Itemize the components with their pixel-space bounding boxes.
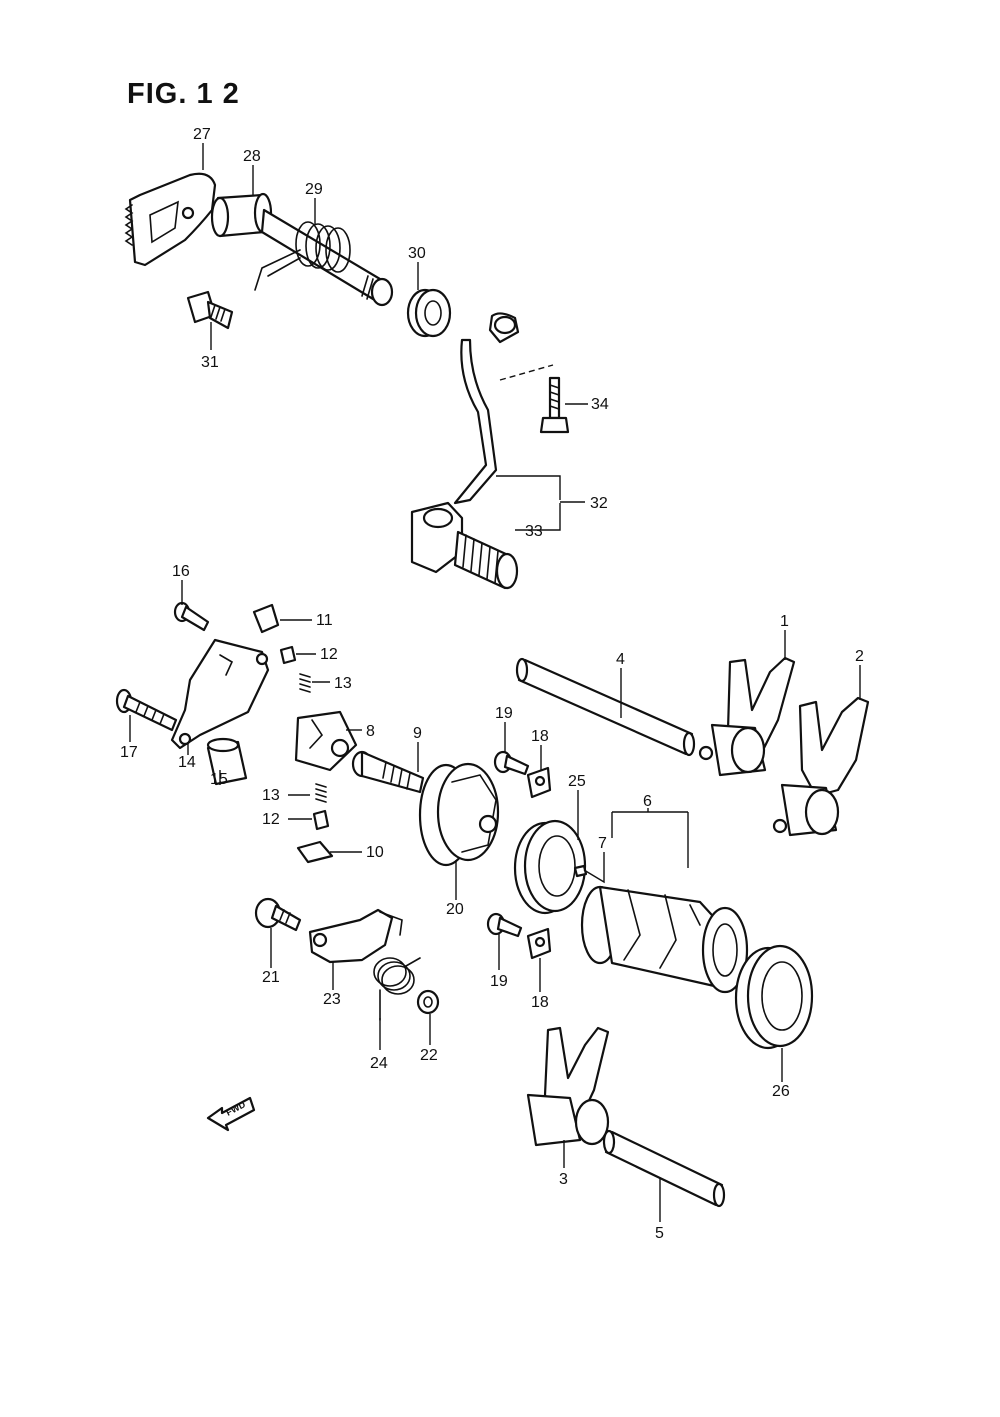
callout-19-lower: 19 xyxy=(490,973,508,990)
callout-22: 22 xyxy=(420,1047,438,1064)
part-27-gear-shift-cam-arm[interactable] xyxy=(124,172,217,267)
callout-1: 1 xyxy=(780,613,789,630)
part-17-bolt[interactable] xyxy=(115,688,178,732)
part-29-return-spring[interactable] xyxy=(254,221,351,291)
part-13-spring-upper[interactable] xyxy=(299,673,311,693)
part-23-shift-cam-plate[interactable] xyxy=(308,908,403,964)
callout-2: 2 xyxy=(855,648,864,665)
figure-title: FIG. 1 2 xyxy=(127,78,240,110)
part-30-oil-seal[interactable] xyxy=(406,288,452,338)
callout-21: 21 xyxy=(262,969,280,986)
part-8-cam-guide[interactable] xyxy=(294,710,358,772)
callout-25: 25 xyxy=(568,773,586,790)
part-18-retainer-upper[interactable] xyxy=(526,766,552,799)
part-9-cam-shaft-pin[interactable] xyxy=(351,750,425,794)
part-32-gear-shift-lever[interactable] xyxy=(410,312,520,574)
callout-6: 6 xyxy=(643,793,652,810)
callout-11: 11 xyxy=(316,612,333,629)
callout-13-lower: 13 xyxy=(262,787,280,804)
callout-7: 7 xyxy=(598,835,607,852)
callout-18-lower: 18 xyxy=(531,994,549,1011)
callout-4: 4 xyxy=(616,651,625,668)
part-11-stopper-plate[interactable] xyxy=(252,603,280,634)
part-4-fork-shaft[interactable] xyxy=(515,657,696,757)
part-16-screw[interactable] xyxy=(173,601,210,632)
part-3-shift-fork[interactable] xyxy=(526,1026,610,1147)
part-20-gear-shift-cam[interactable] xyxy=(418,762,500,867)
callout-33: 33 xyxy=(525,523,543,540)
callout-30: 30 xyxy=(408,245,426,262)
callout-32: 32 xyxy=(590,495,608,512)
part-10-stopper-plate[interactable] xyxy=(296,840,334,864)
callout-28: 28 xyxy=(243,148,261,165)
callout-13-upper: 13 xyxy=(334,675,352,692)
part-12-pin-upper[interactable] xyxy=(279,645,297,665)
part-33-shift-lever-rubber[interactable] xyxy=(453,530,519,590)
callout-34: 34 xyxy=(591,396,609,413)
callout-10: 10 xyxy=(366,844,384,861)
part-5-fork-shaft[interactable] xyxy=(602,1129,726,1208)
part-15-bushing[interactable] xyxy=(206,737,248,786)
part-31-stud-bolt[interactable] xyxy=(186,290,234,330)
callout-16: 16 xyxy=(172,563,190,580)
callout-12-lower: 12 xyxy=(262,811,280,828)
part-19-screw-lower[interactable] xyxy=(486,912,523,938)
callout-19-upper: 19 xyxy=(495,705,513,722)
callout-labels: 27 28 29 30 31 34 32 33 16 11 12 13 17 1… xyxy=(120,126,864,1242)
part-34-pinch-bolt[interactable] xyxy=(539,376,570,434)
callout-14: 14 xyxy=(178,754,196,771)
part-18-retainer-lower[interactable] xyxy=(526,927,552,960)
leader-lines xyxy=(129,143,861,1222)
part-1-shift-fork[interactable] xyxy=(698,656,796,777)
callout-18-upper: 18 xyxy=(531,728,549,745)
part-7-drum-pin[interactable] xyxy=(573,864,588,878)
gear-shift-shaft[interactable] xyxy=(260,208,394,307)
part-26-bearing[interactable] xyxy=(734,944,814,1050)
callout-9: 9 xyxy=(413,725,422,742)
callout-12-upper: 12 xyxy=(320,646,338,663)
callout-29: 29 xyxy=(305,181,323,198)
part-6-gear-shift-drum[interactable] xyxy=(580,885,749,994)
callout-8: 8 xyxy=(366,723,375,740)
callout-24: 24 xyxy=(370,1055,388,1072)
callout-17: 17 xyxy=(120,744,138,761)
part-19-screw-upper[interactable] xyxy=(493,750,530,776)
part-12-pin-lower[interactable] xyxy=(312,809,330,831)
part-22-washer[interactable] xyxy=(416,989,440,1015)
fwd-direction-arrow-icon: FWD xyxy=(206,1096,256,1132)
callout-5: 5 xyxy=(655,1225,664,1242)
part-21-bolt[interactable] xyxy=(254,897,302,932)
callout-15: 15 xyxy=(210,771,228,788)
part-13-spring-lower[interactable] xyxy=(315,783,327,803)
callout-26: 26 xyxy=(772,1083,790,1100)
callout-20: 20 xyxy=(446,901,464,918)
part-24-torsion-spring[interactable] xyxy=(373,957,421,1021)
part-25-bearing[interactable] xyxy=(513,819,587,915)
callout-23: 23 xyxy=(323,991,341,1008)
part-14-cam-stopper[interactable] xyxy=(170,638,270,750)
part-2-shift-fork[interactable] xyxy=(772,696,870,837)
callout-3: 3 xyxy=(559,1171,568,1188)
callout-31: 31 xyxy=(201,354,219,371)
callout-27: 27 xyxy=(193,126,211,143)
